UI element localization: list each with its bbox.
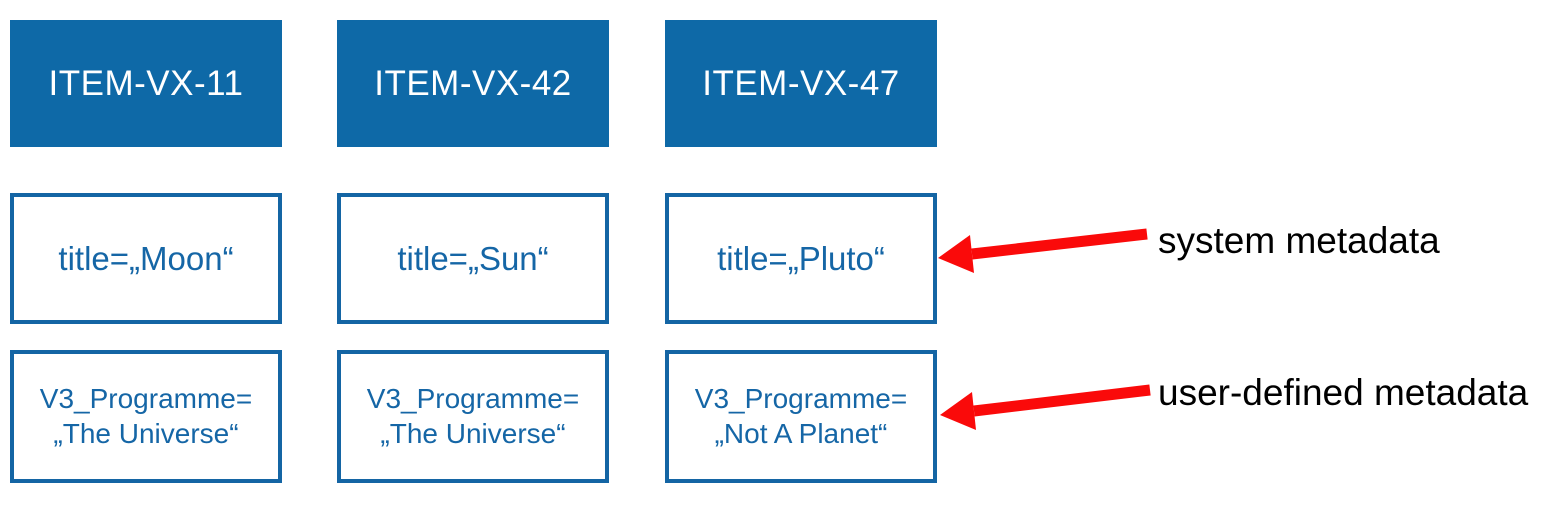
item-id-box-vx-11: ITEM-VX-11 bbox=[10, 20, 282, 147]
user-metadata-value: „Not A Planet“ bbox=[714, 417, 888, 449]
user-metadata-key: V3_Programme= bbox=[366, 383, 580, 415]
user-metadata-box-universe-1: V3_Programme= „The Universe“ bbox=[10, 350, 282, 483]
system-metadata-value: title=„Sun“ bbox=[397, 239, 549, 277]
item-id-box-vx-47: ITEM-VX-47 bbox=[665, 20, 937, 147]
system-metadata-box-sun: title=„Sun“ bbox=[337, 193, 609, 324]
user-metadata-box-not-a-planet: V3_Programme= „Not A Planet“ bbox=[665, 350, 937, 483]
system-metadata-value: title=„Pluto“ bbox=[717, 239, 885, 277]
user-metadata-box-universe-2: V3_Programme= „The Universe“ bbox=[337, 350, 609, 483]
system-metadata-box-moon: title=„Moon“ bbox=[10, 193, 282, 324]
user-metadata-key: V3_Programme= bbox=[694, 383, 908, 415]
red-arrow-system-icon bbox=[938, 228, 1148, 273]
item-id-box-vx-42: ITEM-VX-42 bbox=[337, 20, 609, 147]
system-metadata-annotation-label: system metadata bbox=[1158, 220, 1440, 261]
user-metadata-key: V3_Programme= bbox=[39, 383, 253, 415]
item-id-label: ITEM-VX-42 bbox=[374, 63, 572, 103]
user-metadata-value: „The Universe“ bbox=[53, 417, 239, 449]
user-metadata-value: „The Universe“ bbox=[380, 417, 566, 449]
item-id-label: ITEM-VX-11 bbox=[48, 63, 244, 103]
system-metadata-box-pluto: title=„Pluto“ bbox=[665, 193, 937, 324]
system-metadata-value: title=„Moon“ bbox=[58, 239, 234, 277]
red-arrow-user-icon bbox=[940, 384, 1151, 430]
user-defined-metadata-annotation-label: user-defined metadata bbox=[1158, 372, 1529, 413]
item-id-label: ITEM-VX-47 bbox=[702, 63, 900, 103]
